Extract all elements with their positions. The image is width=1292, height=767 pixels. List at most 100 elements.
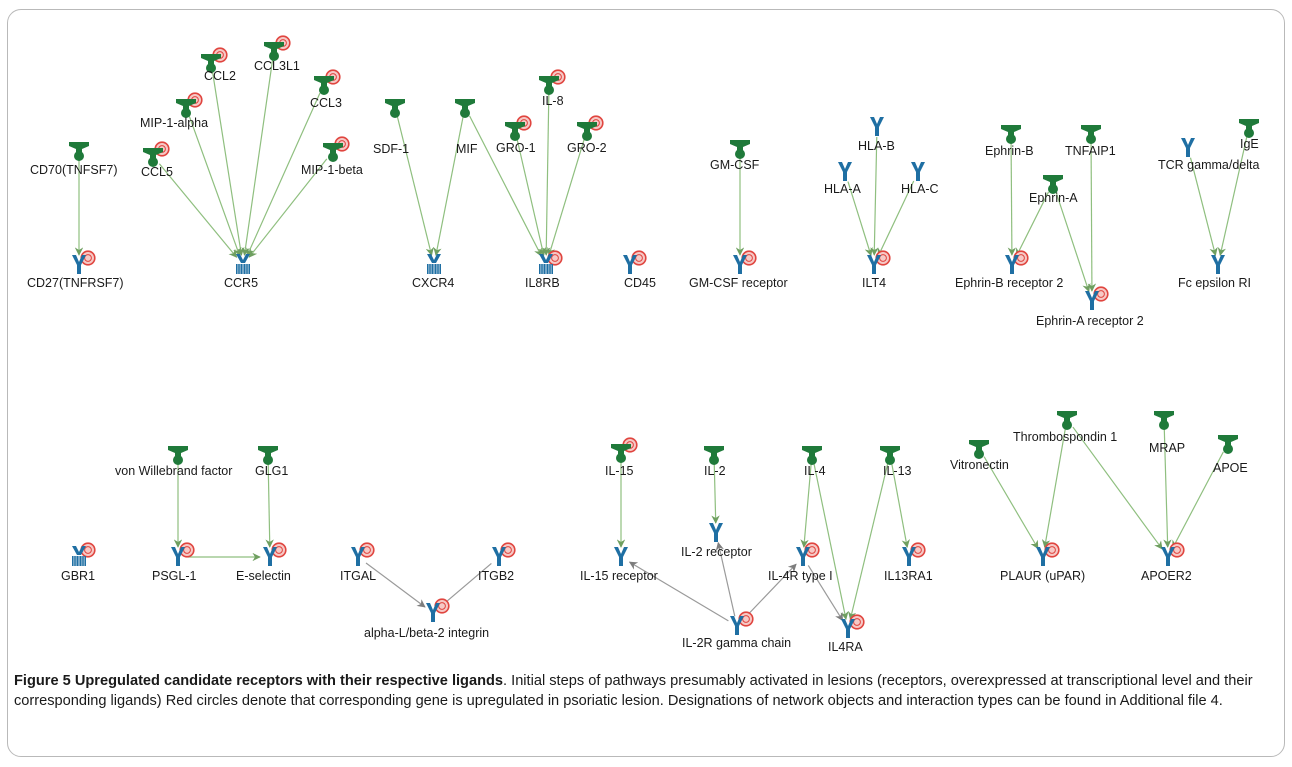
- node-label-il2rg: IL-2R gamma chain: [682, 636, 791, 650]
- ligand-ball: [885, 455, 895, 465]
- node-label-gmcsf: GM-CSF: [710, 158, 760, 172]
- edge-layer: [74, 59, 1248, 622]
- ligand-ball: [582, 131, 592, 141]
- ligand-ball: [1159, 420, 1169, 430]
- receptor-fork: [171, 547, 185, 566]
- ligand-cap: [704, 446, 724, 457]
- node-hlac: [911, 162, 925, 181]
- node-ilt4: [867, 250, 891, 274]
- transmembrane-bar: [431, 264, 433, 274]
- upregulated-marker-inner: [745, 254, 753, 262]
- transmembrane-bar: [72, 556, 74, 566]
- node-label-apoe: APOE: [1213, 461, 1248, 475]
- transmembrane-bar: [547, 264, 549, 274]
- ligand-ball: [1062, 420, 1072, 430]
- ligand-ball: [544, 85, 554, 95]
- upregulated-marker-inner: [84, 254, 92, 262]
- node-itgb2: [492, 542, 516, 566]
- node-label-hlab: HLA-B: [858, 139, 895, 153]
- edge-ige-to-fceri: [1217, 136, 1248, 257]
- transmembrane-bar: [76, 556, 78, 566]
- edge-ephrina-to-ephrinar2: [1055, 192, 1091, 293]
- node-label-hlaa: HLA-A: [824, 182, 861, 196]
- transmembrane-bar: [540, 264, 542, 274]
- node-label-psgl1: PSGL-1: [152, 569, 197, 583]
- node-ephrinb: [1001, 125, 1021, 144]
- edge-il13-to-il4ra: [848, 463, 889, 621]
- node-ccl3: [314, 69, 341, 95]
- node-label-gbr1: GBR1: [61, 569, 95, 583]
- transmembrane-bar: [430, 264, 432, 274]
- receptor-fork: [614, 547, 628, 566]
- ligand-cap: [880, 446, 900, 457]
- edge-ccl3-to-ccr5: [246, 92, 321, 257]
- edge-il13-to-il13ra1: [891, 463, 910, 548]
- ligand-ball: [1223, 444, 1233, 454]
- transmembrane-bar: [428, 264, 430, 274]
- node-label-il2: IL-2: [704, 464, 726, 478]
- upregulated-marker-inner: [808, 546, 816, 554]
- node-mrap: [1154, 411, 1174, 430]
- node-label-il15r: IL-15 receptor: [580, 569, 658, 583]
- transmembrane-bar: [81, 556, 83, 566]
- node-il8rb: [539, 250, 563, 274]
- label-layer: CD70(TNFSF7) CD27(TNFRSF7) CCL2 CCL3L1 M…: [27, 59, 1259, 654]
- upregulated-marker-inner: [84, 546, 92, 554]
- node-gmcsf: [730, 140, 750, 159]
- node-label-thbs1: Thrombospondin 1: [1013, 430, 1117, 444]
- transmembrane-bar: [239, 264, 241, 274]
- node-label-ephrinar2: Ephrin-A receptor 2: [1036, 314, 1144, 328]
- receptor-fork: [730, 616, 744, 635]
- ligand-cap: [611, 444, 631, 455]
- node-label-tcr: TCR gamma/delta: [1158, 158, 1259, 172]
- ligand-cap: [201, 54, 221, 65]
- figure-number: Figure 5: [14, 673, 71, 689]
- node-il8: [539, 69, 566, 95]
- figure-caption-title: Figure 5 Upregulated candidate receptors…: [14, 673, 503, 689]
- ligand-ball: [735, 149, 745, 159]
- node-tnfaip1: [1081, 125, 1101, 144]
- ligand-ball: [1086, 134, 1096, 144]
- ligand-ball: [173, 455, 183, 465]
- node-label-il13ra1: IL13RA1: [884, 569, 933, 583]
- node-il4: [802, 446, 822, 465]
- upregulated-marker-inner: [438, 602, 446, 610]
- ligand-cap: [1043, 175, 1063, 186]
- node-layer: [69, 35, 1259, 638]
- transmembrane-bar: [550, 264, 552, 274]
- transmembrane-bar: [539, 264, 541, 274]
- edge-il2rg-to-il15r: [628, 561, 729, 622]
- receptor-fork: [870, 117, 884, 136]
- ligand-cap: [1057, 411, 1077, 422]
- ligand-cap: [730, 140, 750, 151]
- receptor-fork: [902, 547, 916, 566]
- ligand-ball: [269, 51, 279, 61]
- ligand-ball: [148, 157, 158, 167]
- node-hlaa: [838, 162, 852, 181]
- node-il2rg: [730, 611, 754, 635]
- transmembrane-bar: [247, 264, 249, 274]
- node-gro2: [577, 115, 604, 141]
- ligand-cap: [143, 148, 163, 159]
- ligand-ball: [74, 151, 84, 161]
- transmembrane-bar: [240, 264, 242, 274]
- ligand-ball: [1244, 128, 1254, 138]
- receptor-fork: [72, 255, 86, 274]
- upregulated-marker-inner: [853, 618, 861, 626]
- node-cd27: [72, 250, 96, 274]
- ligand-ball: [1006, 134, 1016, 144]
- node-label-itgal: ITGAL: [340, 569, 376, 583]
- receptor-fork: [351, 547, 365, 566]
- node-label-tnfaip1: TNFAIP1: [1065, 144, 1116, 158]
- upregulated-marker-inner: [551, 254, 559, 262]
- receptor-fork: [426, 603, 440, 622]
- node-mif: [455, 99, 475, 118]
- receptor-fork: [1211, 255, 1225, 274]
- transmembrane-bar: [548, 264, 550, 274]
- node-label-ccl3: CCL3: [310, 96, 342, 110]
- transmembrane-bar: [237, 264, 239, 274]
- node-thbs1: [1057, 411, 1077, 430]
- node-label-ilt4: ILT4: [862, 276, 886, 290]
- node-label-gmcsfr: GM-CSF receptor: [689, 276, 788, 290]
